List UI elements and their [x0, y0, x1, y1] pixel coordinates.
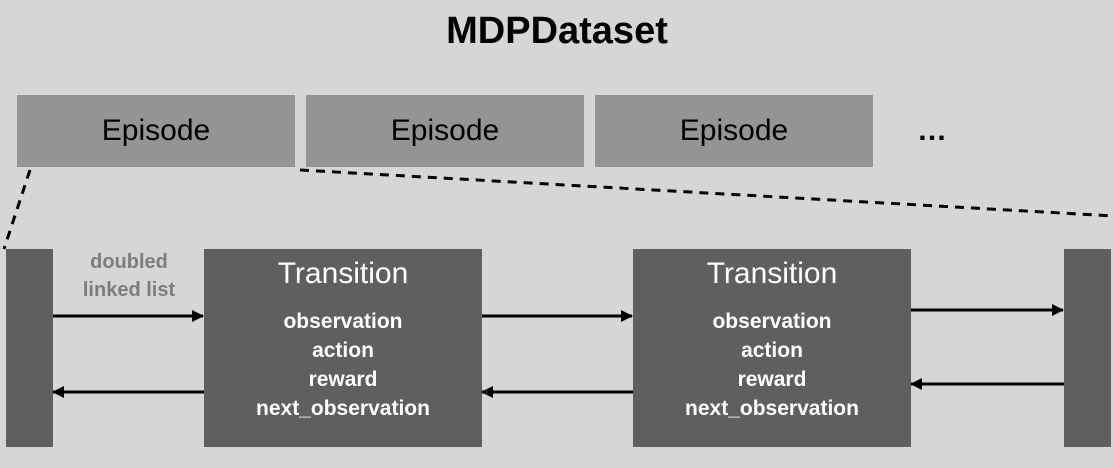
- field-observation: observation: [712, 310, 832, 333]
- linked-list-note: doubled linked list: [60, 248, 198, 304]
- transition-field-list: observation action reward next_observati…: [204, 307, 482, 423]
- field-next-observation: next_observation: [256, 397, 430, 420]
- field-observation: observation: [283, 310, 403, 333]
- list-node-stub-right: [1064, 249, 1111, 447]
- zoom-guide-right: [299, 168, 1114, 218]
- dataset-title: MDPDataset: [446, 10, 668, 52]
- episode-box-3: Episode: [595, 95, 873, 167]
- linked-list-note-line-1: doubled: [90, 251, 168, 273]
- field-reward: reward: [308, 368, 378, 391]
- transition-field-list: observation action reward next_observati…: [633, 307, 911, 423]
- field-reward: reward: [737, 368, 807, 391]
- transition-heading: Transition: [706, 257, 838, 290]
- linked-list-note-line-2: linked list: [82, 279, 176, 301]
- field-action: action: [741, 339, 803, 362]
- zoom-guide-left: [2, 169, 32, 250]
- transition-box-2: Transition observation action reward nex…: [633, 249, 911, 447]
- field-next-observation: next_observation: [685, 397, 859, 420]
- field-action: action: [312, 339, 374, 362]
- list-node-stub-left: [6, 249, 53, 447]
- episode-box-2: Episode: [306, 95, 584, 167]
- transition-heading: Transition: [277, 257, 409, 290]
- episode-box-1: Episode: [17, 95, 295, 167]
- transition-box-1: Transition observation action reward nex…: [204, 249, 482, 447]
- more-episodes-ellipsis: …: [917, 114, 947, 147]
